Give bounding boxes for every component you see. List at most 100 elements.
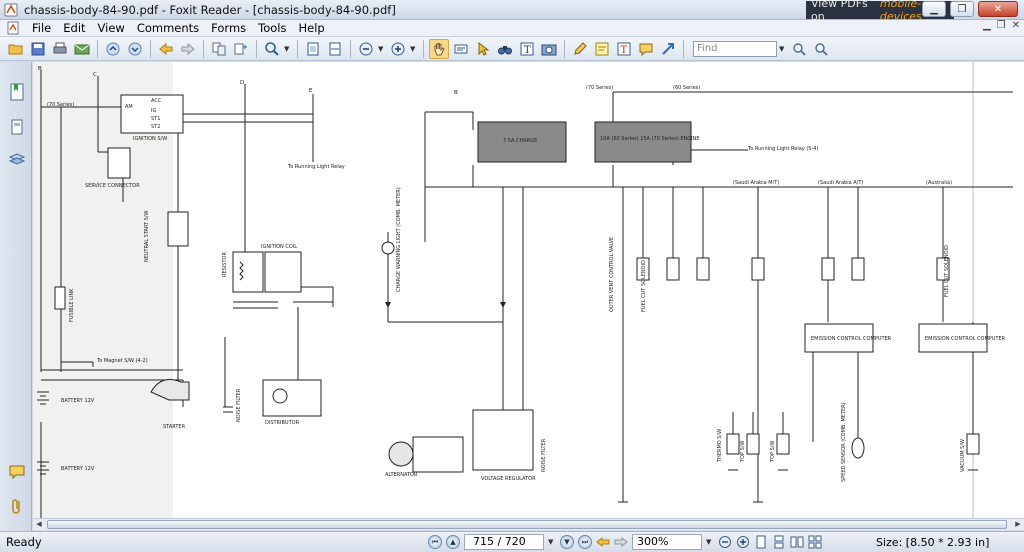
ignition-coil-box [264, 251, 302, 293]
find-previous-button[interactable] [789, 39, 809, 59]
text-box-icon: T [520, 42, 534, 56]
email-icon [74, 44, 90, 54]
single-page-view-button[interactable] [754, 535, 768, 549]
horizontal-scrollbar[interactable]: ◀ ▶ [33, 518, 1024, 530]
find-dropdown-arrow[interactable]: ▼ [779, 44, 785, 53]
main-toolbar: ▼ ▼ ▼ T T Find ▼ [0, 37, 1024, 61]
menu-comments[interactable]: Comments [136, 20, 200, 35]
fit-page-button[interactable] [303, 39, 323, 59]
doc-minimize-icon[interactable]: ▁ [982, 20, 991, 31]
back-arrow-icon [596, 536, 610, 548]
doc-close-icon[interactable]: ✕ [1011, 20, 1020, 31]
menu-edit[interactable]: Edit [63, 20, 86, 35]
bookmarks-panel-button[interactable] [8, 82, 26, 102]
fusible-link [54, 286, 66, 310]
page-up-button[interactable] [103, 39, 123, 59]
page-thumbnails-icon [11, 119, 23, 135]
comments-panel-button[interactable] [8, 462, 26, 482]
continuous-facing-view-button[interactable] [808, 535, 822, 549]
status-ready-text: Ready [6, 535, 42, 549]
running-light-relay-label: To Running Light Relay [287, 164, 345, 170]
zoom-in-dropdown-arrow[interactable]: ▼ [410, 44, 416, 53]
note-tool-button[interactable] [592, 39, 612, 59]
arrow-tool-button[interactable] [658, 39, 678, 59]
zoom-out-button[interactable] [356, 39, 376, 59]
search-previous-icon [793, 42, 806, 56]
continuous-view-button[interactable] [772, 535, 786, 549]
facing-view-button[interactable] [790, 535, 804, 549]
typewriter-button[interactable]: T [517, 39, 537, 59]
extract-pages-button[interactable] [209, 39, 229, 59]
select-text-button[interactable] [451, 39, 471, 59]
zoom-out-dropdown-arrow[interactable]: ▼ [378, 44, 384, 53]
next-page-button[interactable]: ▼ [560, 535, 574, 549]
fuel-cut-2-label: FUEL CUT SOLENOID [944, 245, 950, 297]
go-forward-button[interactable] [614, 535, 628, 549]
banner-link[interactable]: mobile-devices [879, 0, 922, 23]
maximize-button[interactable]: ❐ [950, 1, 974, 17]
zoom-tool-button[interactable] [262, 39, 282, 59]
previous-page-button[interactable]: ▲ [446, 535, 460, 549]
ad-banner[interactable]: View PDFs on mobile-devices [806, 0, 954, 23]
printer-icon [53, 42, 67, 53]
last-page-button[interactable]: ⏭ [578, 535, 592, 549]
series60-right-label: (60 Series) [673, 85, 700, 91]
doc-restore-icon[interactable]: ❐ [996, 20, 1006, 31]
find-next-button[interactable] [811, 39, 831, 59]
ignition-coil-label: IGNITION COIL [261, 244, 297, 250]
back-button[interactable] [156, 39, 176, 59]
zoom-in-status-button[interactable] [736, 535, 750, 549]
textbox-tool-button[interactable]: T [614, 39, 634, 59]
email-button[interactable] [72, 39, 92, 59]
forward-button[interactable] [178, 39, 198, 59]
paperclip-icon [12, 499, 20, 514]
close-button[interactable]: ✕ [978, 1, 1018, 17]
scroll-right-arrow[interactable]: ▶ [1015, 520, 1021, 528]
menu-view[interactable]: View [97, 20, 125, 35]
top-switch-2 [776, 433, 790, 455]
find-tool-button[interactable] [495, 39, 515, 59]
scrollbar-thumb[interactable] [47, 520, 1007, 529]
page-dropdown-arrow[interactable]: ▼ [548, 538, 554, 546]
banner-text: View PDFs on [811, 0, 868, 23]
column-marker-c: C [93, 72, 97, 78]
first-page-button[interactable]: ⏮ [428, 535, 442, 549]
menu-tools[interactable]: Tools [258, 20, 287, 35]
menu-help[interactable]: Help [298, 20, 325, 35]
print-button[interactable] [50, 39, 70, 59]
minimize-button[interactable]: ▁ [922, 1, 946, 17]
callout-tool-button[interactable] [636, 39, 656, 59]
layers-icon [9, 153, 25, 165]
zoom-out-status-button[interactable] [718, 535, 732, 549]
fit-width-button[interactable] [325, 39, 345, 59]
snapshot-button[interactable] [539, 39, 559, 59]
annotation-select-button[interactable] [473, 39, 493, 59]
save-button[interactable] [28, 39, 48, 59]
pages-panel-button[interactable] [8, 118, 26, 138]
toolbar-separator [423, 39, 424, 58]
emission-computer-1 [804, 323, 874, 353]
series70-label: (70 Series) [47, 102, 74, 108]
comment-tool-button[interactable] [570, 39, 590, 59]
zoom-level-input[interactable]: 300% [632, 534, 702, 550]
zoom-level-dropdown-arrow[interactable]: ▼ [706, 538, 712, 546]
insert-pages-button[interactable] [231, 39, 251, 59]
battery-1 [37, 391, 49, 405]
go-back-button[interactable] [596, 535, 610, 549]
layers-panel-button[interactable] [8, 150, 26, 170]
menu-forms[interactable]: Forms [211, 20, 247, 35]
page-down-button[interactable] [125, 39, 145, 59]
attachments-panel-button[interactable] [8, 496, 26, 516]
sticky-note-icon [595, 42, 609, 55]
zoom-in-button[interactable] [388, 39, 408, 59]
find-input[interactable]: Find [693, 40, 777, 57]
document-view[interactable]: B C D E B [33, 62, 1024, 518]
zoom-dropdown-arrow[interactable]: ▼ [284, 44, 290, 53]
hand-tool-button[interactable] [429, 38, 449, 59]
menu-file[interactable]: File [32, 20, 52, 35]
scroll-left-arrow[interactable]: ◀ [36, 520, 42, 528]
column-marker-b2: B [454, 90, 458, 96]
page-number-input[interactable]: 715 / 720 [464, 534, 544, 550]
open-button[interactable] [6, 39, 26, 59]
fit-page-icon [307, 42, 319, 55]
